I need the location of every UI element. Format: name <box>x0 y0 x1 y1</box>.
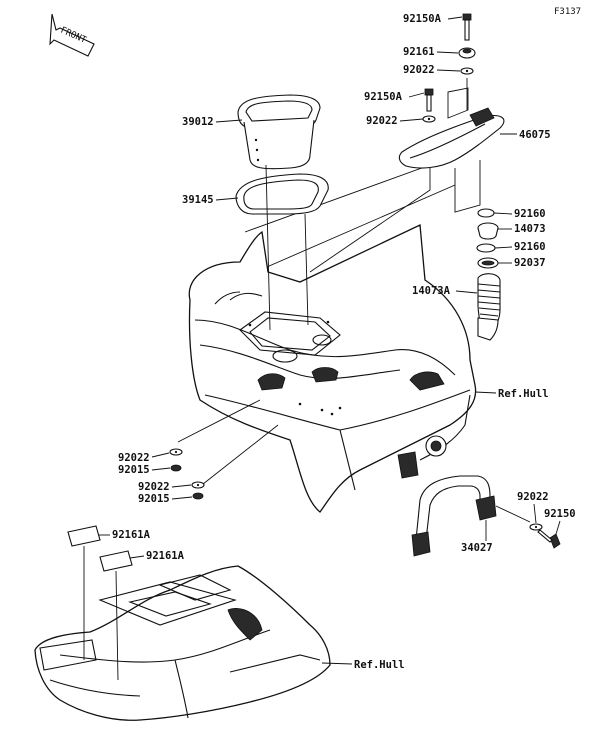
label-ref-hull-upper: Ref.Hull <box>498 388 549 400</box>
label-39012: 39012 <box>182 116 214 128</box>
grab-handle-46075 <box>398 107 505 169</box>
bolt-92150 <box>537 529 561 549</box>
hose-14073A <box>477 273 501 341</box>
label-14073A: 14073A <box>412 285 451 297</box>
boarding-handle-34027 <box>411 475 497 557</box>
label-92015-a: 92015 <box>118 464 150 476</box>
label-ref-hull-lower: Ref.Hull <box>354 659 405 671</box>
label-34027: 34027 <box>461 542 493 554</box>
label-92150A-mid: 92150A <box>364 91 403 103</box>
bolt-92150A-top <box>462 13 472 41</box>
label-92161A-b: 92161A <box>146 550 185 562</box>
washer-92022-d <box>191 481 205 489</box>
storage-box-39012 <box>237 94 321 170</box>
label-92160-b: 92160 <box>514 241 546 253</box>
washer-92022-c <box>169 448 183 456</box>
washer-92022-a <box>460 67 474 75</box>
label-92022-a: 92022 <box>403 64 435 76</box>
label-14073: 14073 <box>514 223 546 235</box>
washer-92022-b <box>422 115 436 123</box>
gasket-39145 <box>235 173 329 215</box>
label-92160-a: 92160 <box>514 208 546 220</box>
label-92037: 92037 <box>514 257 546 269</box>
bolt-92150A-mid <box>424 88 434 112</box>
clamp-92037 <box>477 257 499 269</box>
label-92015-b: 92015 <box>138 493 170 505</box>
figure-code: F3137 <box>554 7 581 17</box>
front-arrow-icon: FRONT <box>49 13 95 57</box>
upper-hull-drawing <box>188 164 477 513</box>
label-92022-e: 92022 <box>517 491 549 503</box>
label-92022-b: 92022 <box>366 115 398 127</box>
label-92161A-a: 92161A <box>112 529 151 541</box>
washer-92022-e <box>529 523 543 531</box>
label-39145: 39145 <box>182 194 214 206</box>
label-92150: 92150 <box>544 508 576 520</box>
cap-14073 <box>477 222 499 240</box>
label-92150A-top: 92150A <box>403 13 442 25</box>
oring-92160-b <box>476 243 496 253</box>
label-46075: 46075 <box>519 129 551 141</box>
nut-92015-a <box>170 464 182 472</box>
label-92022-c: 92022 <box>118 452 150 464</box>
oring-92160-a <box>477 208 495 218</box>
lower-deck-drawing <box>34 565 331 721</box>
mat-92161A-b <box>99 550 133 572</box>
mat-92161A-a <box>67 525 101 547</box>
grommet-92161 <box>458 47 476 59</box>
nut-92015-b <box>192 492 204 500</box>
label-92022-d: 92022 <box>138 481 170 493</box>
label-92161: 92161 <box>403 46 435 58</box>
